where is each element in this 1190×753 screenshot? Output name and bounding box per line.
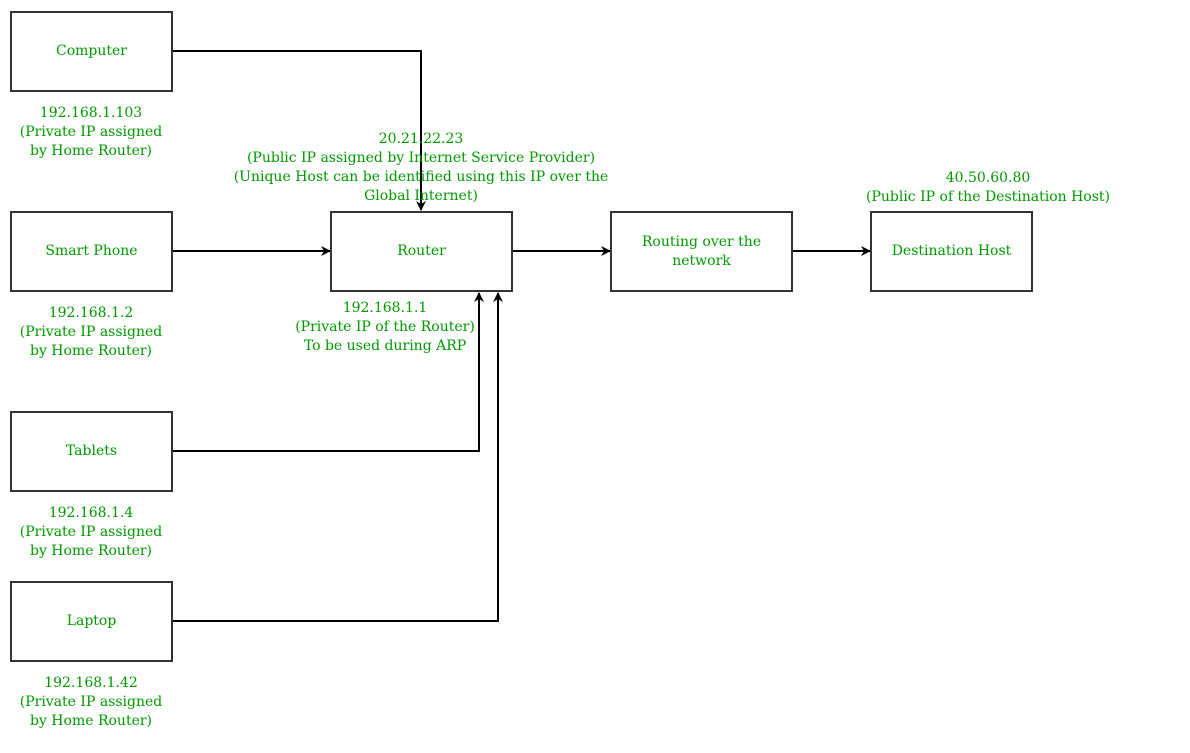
node-label: Routing over the network xyxy=(641,233,762,269)
node-computer[interactable]: Computer xyxy=(10,11,173,92)
ip-description: (Public IP of the Destination Host) xyxy=(865,189,1111,205)
node-smart-phone[interactable]: Smart Phone xyxy=(10,211,173,292)
ip-address: 192.168.1.4 xyxy=(48,505,134,521)
ip-description: by Home Router) xyxy=(29,143,153,159)
node-laptop[interactable]: Laptop xyxy=(10,581,173,662)
node-label: Router xyxy=(397,243,446,259)
ip-address: 40.50.60.80 xyxy=(945,170,1031,186)
node-tablets[interactable]: Tablets xyxy=(10,411,173,492)
ip-address: 192.168.1.103 xyxy=(39,105,143,121)
note-smartphone-ip: 192.168.1.2 (Private IP assigned by Home… xyxy=(20,304,163,361)
ip-description: Global Internet) xyxy=(364,188,478,204)
note-router-private-ip: 192.168.1.1 (Private IP of the Router) T… xyxy=(295,299,475,356)
node-router[interactable]: Router xyxy=(330,211,513,292)
ip-address: 192.168.1.2 xyxy=(48,305,134,321)
ip-description: by Home Router) xyxy=(29,713,153,729)
ip-address: 192.168.1.42 xyxy=(44,675,138,691)
note-laptop-ip: 192.168.1.42 (Private IP assigned by Hom… xyxy=(20,674,163,731)
node-label: Destination Host xyxy=(891,243,1012,259)
ip-address: 192.168.1.1 xyxy=(342,300,428,316)
ip-description: (Private IP assigned xyxy=(19,324,163,340)
ip-description: (Unique Host can be identified using thi… xyxy=(233,169,609,185)
ip-description: by Home Router) xyxy=(29,543,153,559)
node-label: Tablets xyxy=(65,443,118,459)
edge-tablets-router xyxy=(172,292,484,452)
ip-description: by Home Router) xyxy=(29,343,153,359)
ip-address: 20.21.22.23 xyxy=(378,131,464,147)
ip-description: (Private IP assigned xyxy=(19,124,163,140)
node-label: Smart Phone xyxy=(45,243,138,259)
ip-description: (Public IP assigned by Internet Service … xyxy=(246,150,596,166)
edge-computer-router xyxy=(172,50,426,211)
ip-description: (Private IP assigned xyxy=(19,694,163,710)
ip-description: (Private IP of the Router) xyxy=(295,319,475,335)
ip-description: To be used during ARP xyxy=(303,338,467,354)
note-tablets-ip: 192.168.1.4 (Private IP assigned by Home… xyxy=(20,504,163,561)
node-label: Laptop xyxy=(66,613,117,629)
node-label: Computer xyxy=(56,43,127,59)
node-routing-network[interactable]: Routing over the network xyxy=(610,211,793,292)
note-destination-ip: 40.50.60.80 (Public IP of the Destinatio… xyxy=(866,169,1110,207)
ip-description: (Private IP assigned xyxy=(19,524,163,540)
edge-laptop-router xyxy=(172,292,503,622)
note-router-public-ip: 20.21.22.23 (Public IP assigned by Inter… xyxy=(234,130,609,206)
note-computer-ip: 192.168.1.103 (Private IP assigned by Ho… xyxy=(20,104,163,161)
node-destination-host[interactable]: Destination Host xyxy=(870,211,1033,292)
